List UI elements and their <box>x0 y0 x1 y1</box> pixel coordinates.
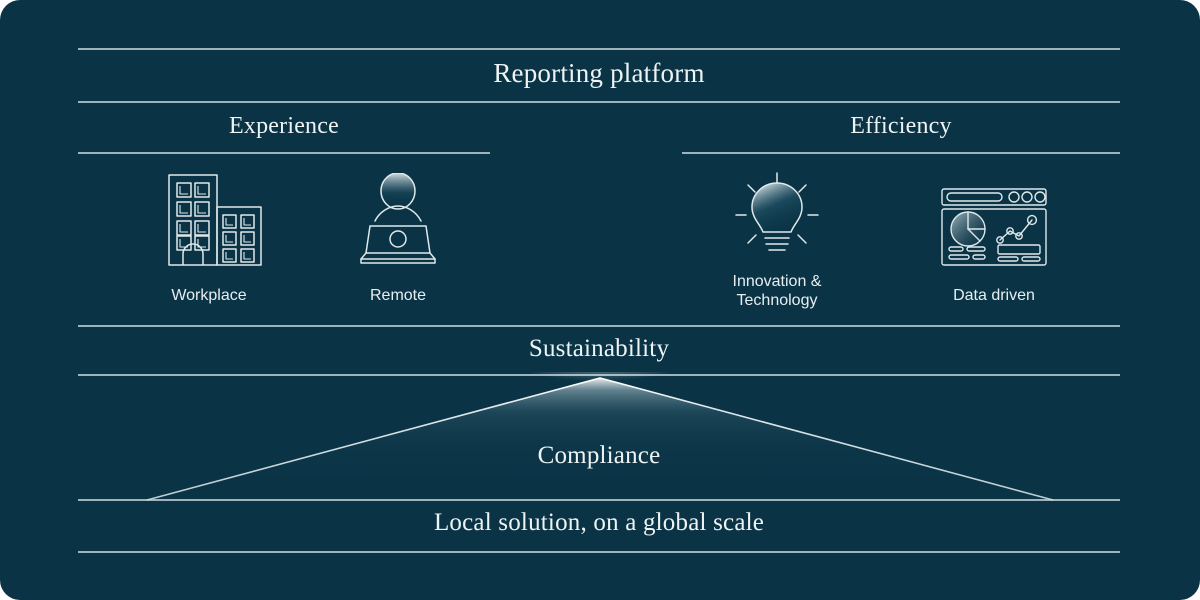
pillar-title-efficiency: Efficiency <box>850 113 952 139</box>
capability-label-remote: Remote <box>369 287 427 304</box>
office-buildings-icon <box>168 174 262 266</box>
band-title-footer: Local solution, on a global scale <box>433 509 765 536</box>
capability-label-innovation: Innovation & Technology <box>732 273 822 309</box>
rule-footer-bottom <box>78 551 1120 553</box>
lightbulb-icon <box>735 172 819 251</box>
capability-label-workplace: Workplace <box>171 287 247 304</box>
capability-data-driven[interactable] <box>938 186 1050 268</box>
pyramid-shape <box>146 372 1054 501</box>
rule-sustainability-bottom <box>78 374 1120 376</box>
rule-title-bottom <box>78 101 1120 103</box>
capability-remote[interactable] <box>348 172 448 268</box>
rule-sustainability-top <box>78 325 1120 327</box>
capability-label-data-driven: Data driven <box>953 287 1035 304</box>
band-title-sustainability: Sustainability <box>528 335 670 362</box>
band-title-compliance: Compliance <box>537 442 661 469</box>
rule-title-top <box>78 48 1120 50</box>
rule-experience-under <box>78 152 490 154</box>
person-laptop-icon <box>360 173 436 264</box>
rule-efficiency-under <box>682 152 1120 154</box>
dashboard-chart-icon <box>941 188 1047 266</box>
capability-workplace[interactable] <box>149 170 269 270</box>
pillar-title-experience: Experience <box>229 113 339 139</box>
page-title: Reporting platform <box>493 58 705 88</box>
capability-innovation[interactable] <box>727 168 827 268</box>
rule-footer-top <box>78 499 1120 501</box>
